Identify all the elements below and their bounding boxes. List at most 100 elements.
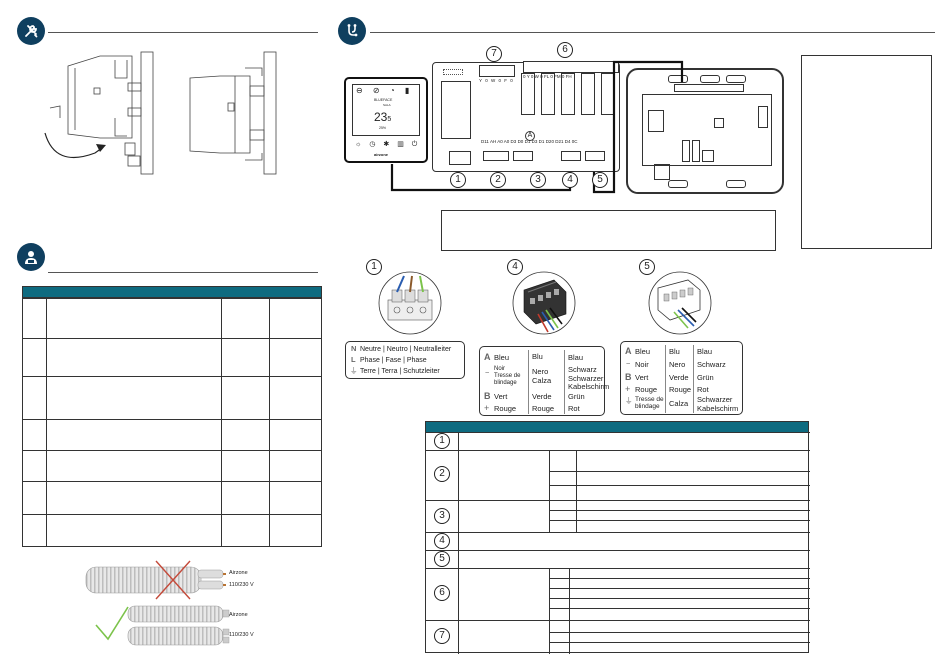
bus4-it-a: Blu xyxy=(532,352,543,361)
power-terminal-detail-image xyxy=(378,271,442,335)
marker-7: 7 xyxy=(486,46,502,62)
bus5-sym-pos: + xyxy=(625,384,631,394)
board-terminal-7 xyxy=(479,65,515,77)
row-marker-6: 6 xyxy=(434,585,450,601)
unit-connector-strip xyxy=(674,84,744,92)
bus5-fr-a: Bleu xyxy=(635,347,651,356)
top6-label: 0 xyxy=(550,74,553,79)
unit-slot xyxy=(668,180,688,188)
unit-terminal xyxy=(682,140,690,162)
bus4-de-pos: Rot xyxy=(568,404,580,413)
bus5-it-neg: Nero xyxy=(669,360,686,369)
top7-label: Y xyxy=(479,78,483,83)
board-display-block xyxy=(441,81,471,139)
unit-slot xyxy=(726,180,746,188)
marker-3: 3 xyxy=(530,172,546,188)
cable-separation-illustration xyxy=(85,560,230,646)
note-box-center xyxy=(441,210,776,251)
cable-label-bottom-1: Airzone xyxy=(229,612,248,618)
bus4-de-b: Grün xyxy=(568,392,585,401)
bus5-de-pos: Rot xyxy=(697,385,709,394)
top6-label: 0 xyxy=(561,74,565,79)
bus5-sym-b: B xyxy=(625,372,632,382)
terminal-description-table: 1 2 3 4 5 6 7 xyxy=(425,421,810,654)
legend-text-l: Phase | Fase | Phase xyxy=(360,357,427,364)
bottom-term-label: D1 xyxy=(538,139,545,144)
bottom-term-label: D21 xyxy=(555,139,564,144)
top7-label: W xyxy=(490,78,497,83)
table-row xyxy=(23,338,321,376)
bus4-it-pos: Rouge xyxy=(532,404,555,413)
top7-label: 0 xyxy=(510,78,514,83)
bus5-it-shield: Calza xyxy=(669,399,689,408)
bus5-de-a: Blau xyxy=(697,347,713,356)
top7-label: 0 xyxy=(485,78,489,83)
row-marker-3: 3 xyxy=(434,508,450,524)
board-terminal-6 xyxy=(523,61,619,73)
bus4-de-neg: Schwarz Schwarzer Kabelschirm xyxy=(568,365,610,392)
unit-chip xyxy=(714,118,724,128)
bottom-term-label: D0 xyxy=(517,139,524,144)
bus5-fr-neg: Noir xyxy=(635,360,649,369)
bus4-fr-a: Bleu xyxy=(494,353,510,362)
legend-divider xyxy=(564,350,565,414)
legend-text-earth: Terre | Terra | Schutzleiter xyxy=(360,368,440,375)
marker-2: 2 xyxy=(490,172,506,188)
top6-label: Y xyxy=(526,74,530,79)
table-row xyxy=(23,481,321,514)
board-power-terminal xyxy=(449,151,471,165)
unit-chip xyxy=(648,110,664,132)
bottom-term-label: D20 xyxy=(545,139,554,144)
bus4-it-neg: Nero Calza xyxy=(532,367,552,385)
unit-slot xyxy=(668,75,688,83)
control-board: A D11 AH A0 A0 D3 D0 D1 D3 D1 D20 D21 D4… xyxy=(432,61,620,172)
unit-terminal xyxy=(702,150,714,162)
bus5-sym-shield: ⏚ xyxy=(625,396,633,405)
top6-label: FH xyxy=(565,74,572,79)
thermostat-bottom-icons: ☼ ◷ ✱ ▥ ⏻ xyxy=(355,141,421,148)
bus4-de-a: Blau xyxy=(568,353,584,362)
wall-mount-illustration xyxy=(44,51,277,175)
bus5-it-pos: Rouge xyxy=(669,385,692,394)
bus4-terminal-detail-image xyxy=(512,271,576,335)
unit-terminal xyxy=(654,164,670,180)
legend-sym-n: N xyxy=(351,344,357,353)
board-terminal-4 xyxy=(561,151,581,161)
bus4-legend-box: A Bleu Blu Blau − Noir Tresse de blindag… xyxy=(479,346,609,416)
thermostat-top-icons: ⊖ ⊘ ◔ ▮ xyxy=(356,86,414,95)
detail-marker-4: 4 xyxy=(507,259,523,275)
legend-divider xyxy=(528,350,529,414)
bus4-sym-pos: + xyxy=(484,403,490,413)
row-marker-7: 7 xyxy=(434,628,450,644)
cable-label-top-1: Airzone xyxy=(229,570,248,576)
bottom-term-label: D3 xyxy=(510,139,517,144)
thermostat-screen xyxy=(352,84,420,136)
bus5-de-neg: Schwarz xyxy=(697,360,726,369)
board-dip-switches xyxy=(443,69,463,75)
marker-5: 5 xyxy=(592,172,608,188)
legend-sym-earth: ⏚ xyxy=(350,366,358,375)
bus5-legend-box: A Bleu Blu Blau − Noir Nero Schwarz B Ve… xyxy=(620,341,743,415)
board-top7-labels: Y 0 W 0 F 0 xyxy=(479,78,514,83)
power-legend-box: N Neutre | Neutro | Neutralleiter L Phas… xyxy=(345,341,465,379)
thermostat-brand-small: BLUEFACE xyxy=(374,98,393,102)
bus4-sym-a: A xyxy=(484,352,491,362)
bottom-term-label: D11 xyxy=(481,139,489,144)
board-terminal-5 xyxy=(585,151,605,161)
bottom-term-label: D3 xyxy=(531,139,538,144)
row-marker-1: 1 xyxy=(434,433,450,449)
cable-label-top-2: 110/230 V xyxy=(229,582,254,588)
table-row xyxy=(23,450,321,481)
detail-marker-1: 1 xyxy=(366,259,382,275)
bus4-fr-pos: Rouge xyxy=(494,404,517,413)
bus4-it-b: Verde xyxy=(532,392,552,401)
bus5-it-a: Blu xyxy=(669,347,680,356)
board-terminal-3 xyxy=(513,151,533,161)
bus5-fr-pos: Rouge xyxy=(635,385,658,394)
section-rule-connection xyxy=(370,32,935,33)
bus5-de-shield: Schwarzer Kabelschirm xyxy=(697,395,739,413)
top7-label: F xyxy=(504,78,509,83)
marker-4: 4 xyxy=(562,172,578,188)
top6-label: 0 xyxy=(530,74,534,79)
technical-specs-table xyxy=(22,286,322,547)
